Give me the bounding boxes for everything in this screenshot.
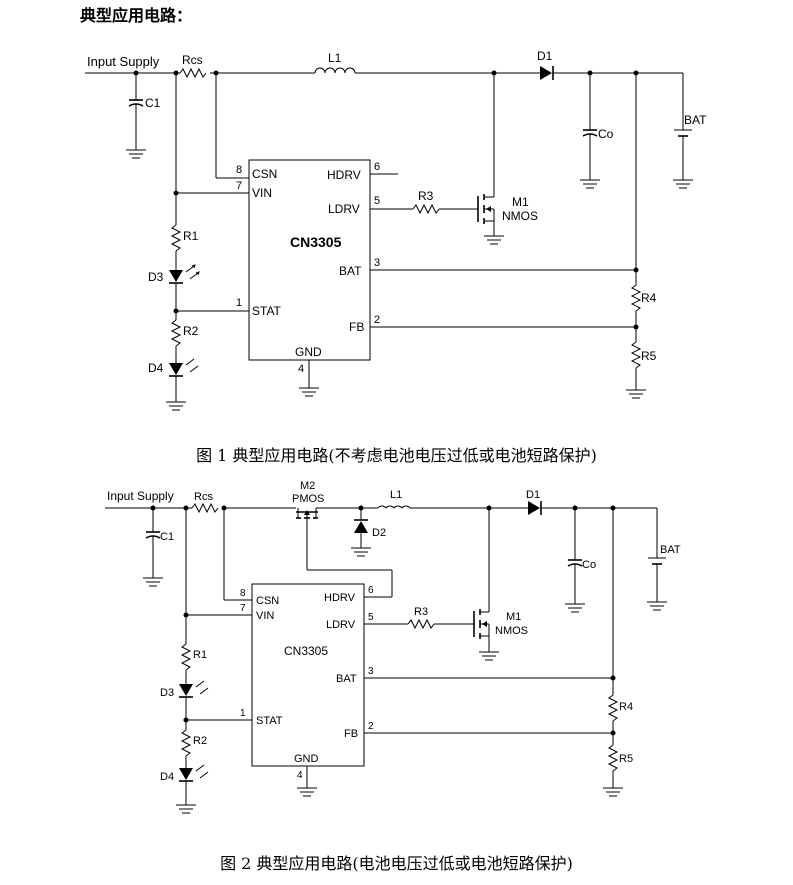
r5-label: R5 — [641, 349, 657, 363]
battery-label: BAT — [684, 113, 707, 127]
pin-csn-label-2: CSN — [256, 595, 279, 607]
m1-nmos — [486, 206, 491, 212]
r4-resistor — [630, 284, 642, 312]
pin-bat-num: 3 — [374, 257, 380, 269]
l1-inductor-2 — [377, 505, 411, 509]
pin-fb-label: FB — [349, 320, 364, 334]
c1-label-2: C1 — [160, 531, 174, 543]
rcs-resistor-2 — [191, 502, 219, 514]
d1-diode-2 — [528, 501, 540, 515]
m1-label: M1 — [512, 195, 529, 209]
rcs-label: Rcs — [182, 53, 203, 67]
pin-bat-num-2: 3 — [368, 666, 374, 677]
ic-name-label: CN3305 — [290, 234, 342, 250]
d4-led — [169, 363, 183, 375]
rcs-resistor — [179, 67, 207, 79]
c1-label: C1 — [145, 96, 161, 110]
pin-gnd-num: 4 — [298, 363, 304, 375]
r5-label-2: R5 — [619, 753, 633, 765]
r1-resistor — [170, 224, 182, 252]
section-heading: 典型应用电路： — [80, 6, 193, 25]
d4-label-2: D4 — [160, 771, 174, 783]
pin-hdrv-label-2: HDRV — [324, 592, 356, 604]
d1-label: D1 — [537, 49, 553, 63]
pin-bat-label-2: BAT — [336, 673, 357, 685]
input-supply-label-2: Input Supply — [107, 489, 174, 503]
pin-bat-label: BAT — [339, 264, 362, 278]
rcs-label-2: Rcs — [194, 491, 213, 503]
r1-resistor-2 — [180, 643, 192, 671]
r2-label: R2 — [183, 324, 199, 338]
pin-fb-num: 2 — [374, 314, 380, 326]
figure-2-caption: 图 2 典型应用电路(电池电压过低或电池短路保护) — [220, 854, 573, 873]
m2-type-label: PMOS — [292, 493, 324, 505]
pin-stat-num: 1 — [236, 297, 242, 309]
pin-fb-num-2: 2 — [368, 721, 374, 732]
r2-resistor-2 — [180, 729, 192, 757]
d1-label-2: D1 — [526, 489, 540, 501]
pin-stat-label: STAT — [252, 304, 282, 318]
m2-label: M2 — [300, 480, 315, 492]
r3-label-2: R3 — [414, 606, 428, 618]
l1-label-2: L1 — [390, 489, 402, 501]
r5-resistor-2 — [607, 744, 619, 772]
pin-csn-num: 8 — [236, 164, 242, 176]
r3-label: R3 — [418, 189, 434, 203]
co-label: Co — [598, 127, 614, 141]
d3-label: D3 — [148, 270, 164, 284]
pin-csn-label: CSN — [252, 167, 277, 181]
pin-vin-label: VIN — [252, 186, 272, 200]
r2-resistor — [170, 319, 182, 347]
r4-label-2: R4 — [619, 701, 633, 713]
pin-gnd-label: GND — [295, 345, 322, 359]
d3-led-2 — [179, 684, 193, 696]
figure-1-caption: 图 1 典型应用电路(不考虑电池电压过低或电池短路保护) — [196, 446, 597, 465]
m1-nmos-2 — [482, 621, 487, 627]
pin-hdrv-label: HDRV — [327, 168, 361, 182]
d4-led-2 — [179, 768, 193, 780]
r1-label-2: R1 — [193, 649, 207, 661]
d3-label-2: D3 — [160, 687, 174, 699]
ic-name-label-2: CN3305 — [284, 644, 328, 658]
l1-label: L1 — [328, 51, 342, 65]
r2-label-2: R2 — [193, 735, 207, 747]
pin-ldrv-label: LDRV — [328, 202, 360, 216]
r5-resistor — [630, 341, 642, 369]
m1-type-label-2: NMOS — [495, 625, 528, 637]
d2-label: D2 — [372, 527, 386, 539]
pin-ldrv-label-2: LDRV — [326, 619, 356, 631]
r3-resistor-2 — [407, 618, 435, 630]
r4-label: R4 — [641, 291, 657, 305]
m1-label-2: M1 — [506, 611, 521, 623]
m1-type-label: NMOS — [502, 209, 538, 223]
r4-resistor-2 — [607, 694, 619, 722]
figure-1-schematic: Input Supply Rcs C1 L1 D1 Co BAT R1 D3 R… — [85, 49, 707, 411]
pin-hdrv-num-2: 6 — [368, 585, 374, 596]
d4-label: D4 — [148, 361, 164, 375]
pin-gnd-num-2: 4 — [297, 770, 303, 781]
pin-vin-num-2: 7 — [240, 603, 246, 614]
d1-diode — [540, 66, 552, 80]
co-label-2: Co — [582, 559, 596, 571]
pin-stat-label-2: STAT — [256, 715, 283, 727]
d2-diode — [354, 521, 368, 533]
pin-vin-label-2: VIN — [256, 610, 274, 622]
pin-fb-label-2: FB — [344, 728, 358, 740]
ic-cn3305-2 — [251, 583, 365, 767]
battery-label-2: BAT — [660, 544, 681, 556]
pin-vin-num: 7 — [236, 180, 242, 192]
pin-hdrv-num: 6 — [374, 161, 380, 173]
r1-label: R1 — [183, 229, 199, 243]
pin-ldrv-num-2: 5 — [368, 612, 374, 623]
d3-led — [169, 270, 183, 282]
pin-csn-num-2: 8 — [240, 588, 246, 599]
input-supply-label: Input Supply — [87, 54, 160, 69]
pin-gnd-label-2: GND — [294, 753, 319, 765]
l1-inductor — [314, 67, 356, 74]
pin-ldrv-num: 5 — [374, 195, 380, 207]
r3-resistor — [412, 203, 440, 215]
pin-stat-num-2: 1 — [240, 708, 246, 719]
